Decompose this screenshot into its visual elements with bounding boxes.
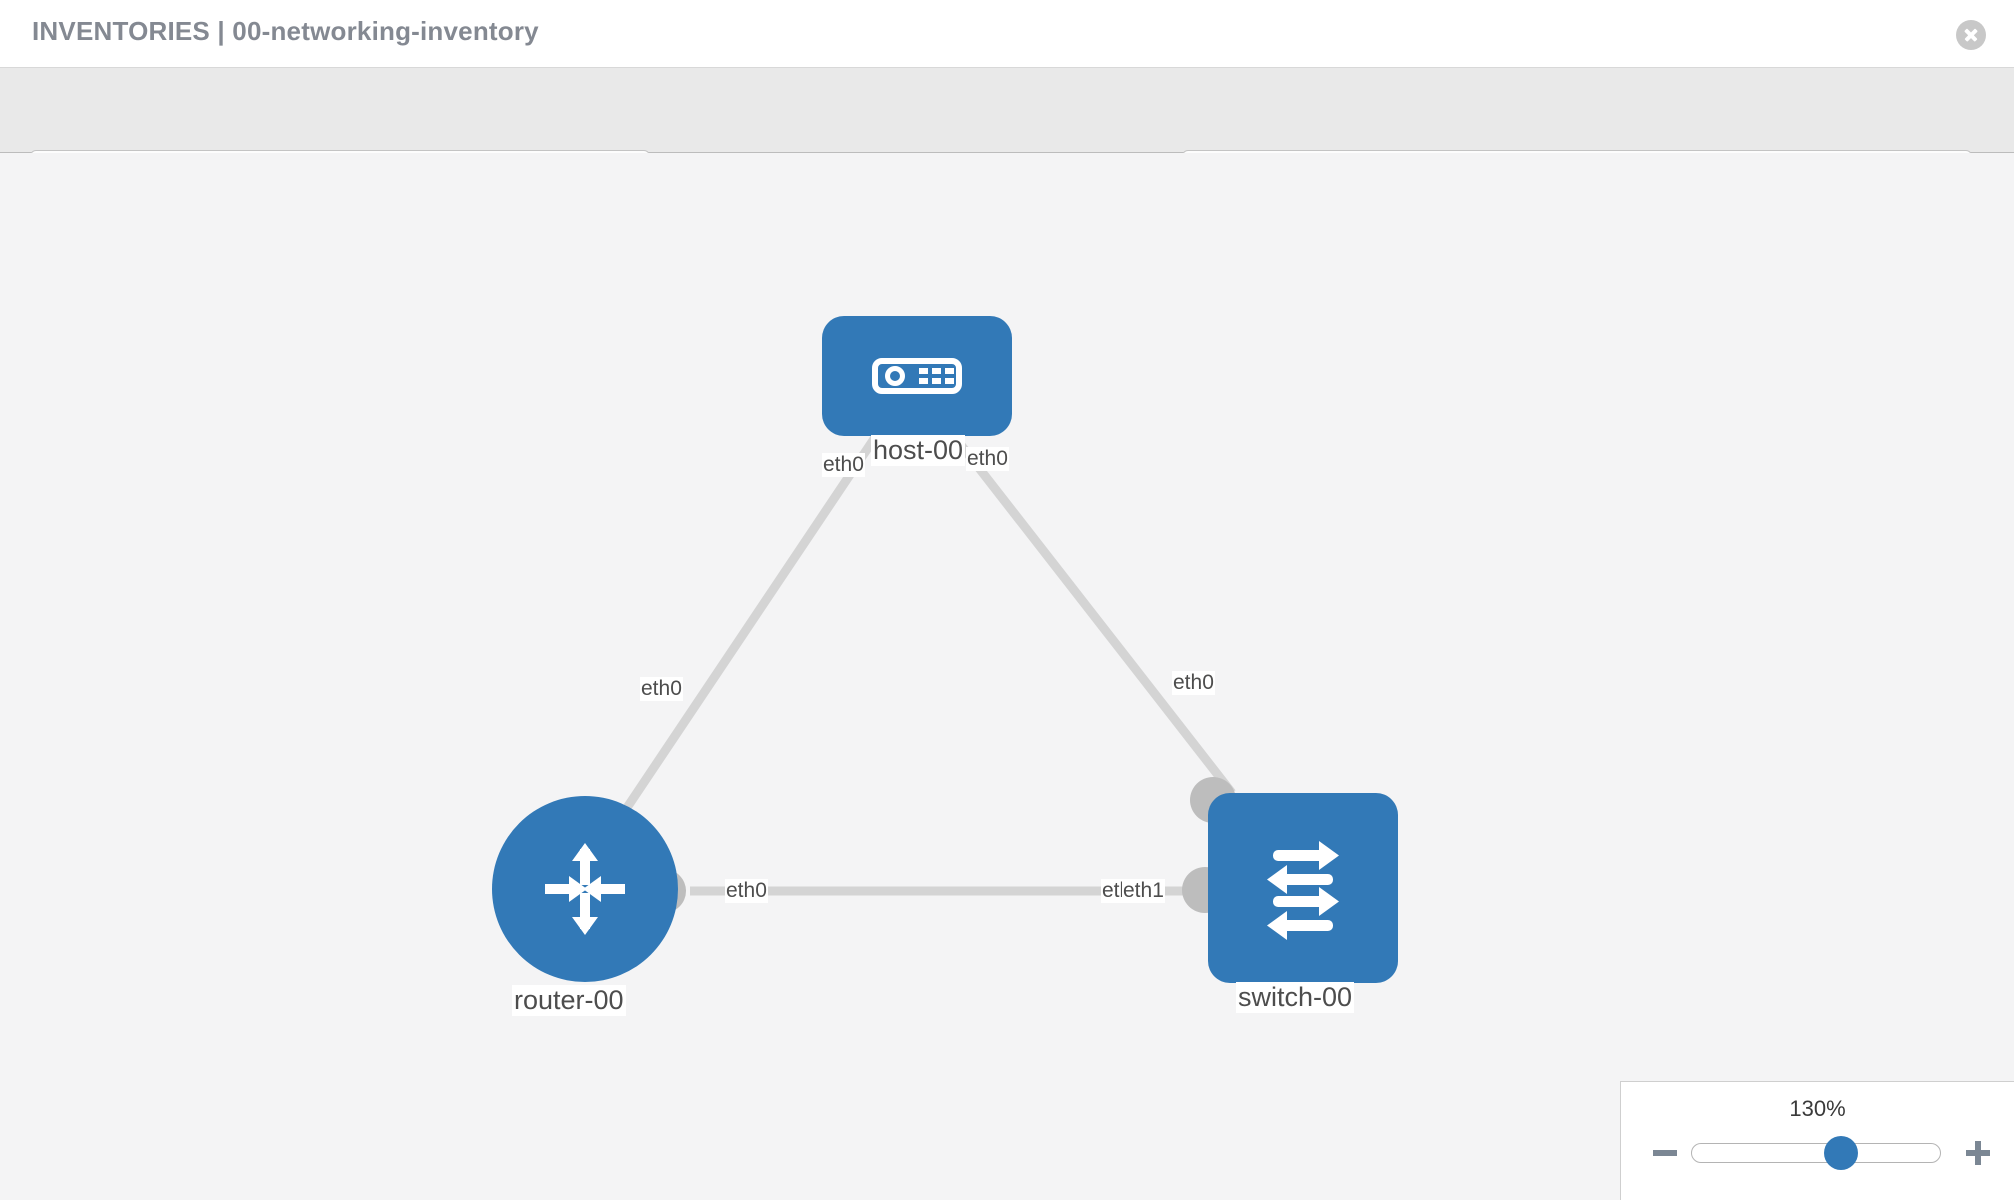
- interface-label-router-upper: eth0: [640, 677, 683, 702]
- interface-label-switch-upper: eth0: [1172, 671, 1215, 696]
- zoom-in-button[interactable]: [1964, 1139, 1992, 1167]
- zoom-out-button[interactable]: [1651, 1139, 1679, 1167]
- node-label: router-00: [512, 985, 626, 1017]
- topology-node-host-00[interactable]: host-00: [822, 316, 1012, 516]
- topology-node-switch-00[interactable]: switch-00: [1182, 777, 1408, 1014]
- interface-label-host-left: eth0: [822, 453, 865, 478]
- interface-label-host-right: eth0: [966, 447, 1009, 472]
- page-title: INVENTORIES | 00-networking-inventory: [32, 16, 539, 46]
- topology-canvas[interactable]: host-00 eth0 eth0: [0, 153, 2014, 1200]
- node-shape: [492, 796, 678, 982]
- node-label: host-00: [871, 435, 966, 467]
- zoom-slider-thumb[interactable]: [1823, 1136, 1858, 1170]
- switch-icon: [1267, 841, 1339, 940]
- interface-label-switch-left: eth1: [1122, 879, 1165, 904]
- zoom-level-value: 130%: [1789, 1096, 1846, 1121]
- node-label: switch-00: [1236, 982, 1355, 1014]
- node-shape: [822, 316, 1012, 436]
- toolbar: ACTIONS SEARCH: [0, 68, 2014, 206]
- server-icon: [872, 358, 962, 394]
- node-shape: [1208, 793, 1398, 983]
- page-header: INVENTORIES | 00-networking-inventory: [0, 0, 2014, 68]
- router-icon: [545, 843, 625, 935]
- zoom-slider-track[interactable]: [1691, 1136, 1941, 1170]
- close-icon[interactable]: [1956, 20, 1986, 50]
- interface-label-router-right: eth0: [725, 879, 768, 904]
- zoom-control-panel: 130%: [1620, 1081, 2014, 1200]
- topology-node-router-00[interactable]: router-00: [492, 796, 692, 1017]
- topology-links: [606, 415, 1236, 896]
- interface-label-switch-left-occluded: etl: [1101, 879, 1126, 904]
